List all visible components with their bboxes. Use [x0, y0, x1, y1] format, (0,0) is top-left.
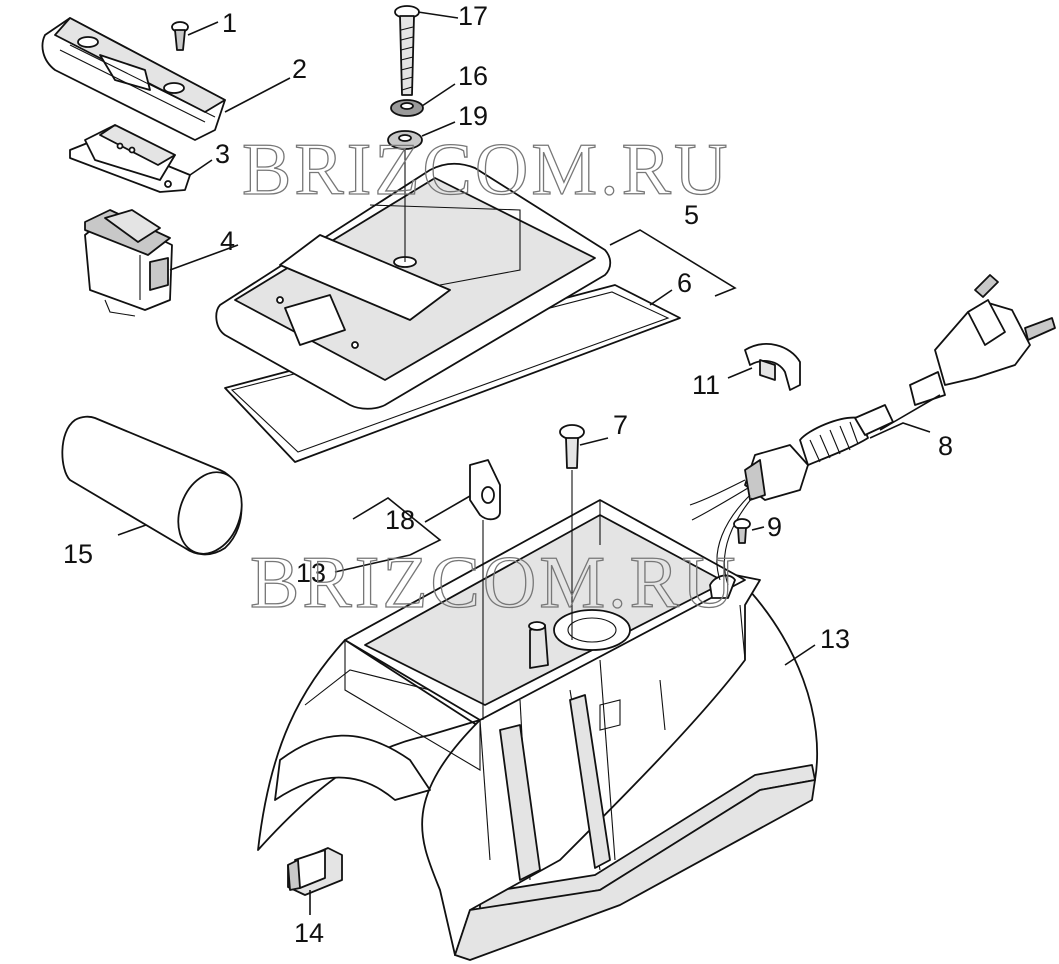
- callout-13-right: 13: [820, 624, 850, 654]
- callout-8: 8: [938, 431, 953, 461]
- callout-6: 6: [677, 268, 692, 298]
- callout-7: 7: [613, 410, 628, 440]
- callout-15: 15: [63, 539, 93, 569]
- watermark-bottom: BRIZCOM.RU: [250, 542, 738, 624]
- callout-11: 11: [692, 370, 720, 400]
- part-5-cover: [215, 162, 612, 410]
- callout-16: 16: [458, 61, 488, 91]
- part-16-washer: [390, 99, 424, 117]
- part-3-switch-plate: [69, 124, 191, 193]
- callout-3: 3: [215, 139, 230, 169]
- watermark-top: BRIZCOM.RU: [242, 129, 730, 211]
- callout-14: 14: [294, 918, 324, 948]
- part-14-block: [287, 847, 343, 896]
- callout-5: 5: [684, 200, 699, 230]
- part-15-capacitor: [61, 415, 243, 556]
- callout-17: 17: [458, 1, 488, 31]
- callout-18: 18: [385, 505, 415, 535]
- callout-1: 1: [222, 8, 237, 38]
- part-9-screw: [733, 518, 751, 544]
- part-8-power-cord: [689, 274, 1056, 586]
- part-13-housing: [257, 499, 818, 961]
- part-17-screw: [394, 5, 420, 96]
- part-4-rocker-switch: [84, 209, 173, 317]
- part-2-trim: [41, 17, 226, 141]
- part-18-clip: [469, 459, 501, 521]
- callout-labels: 1 2 3 4 5 6 7 8 9 11 13 13 14 15 16 17 1…: [63, 1, 953, 948]
- callout-2: 2: [292, 54, 307, 84]
- part-19-washer: [387, 130, 423, 150]
- callout-9: 9: [767, 512, 782, 542]
- leader-lines: [117, 11, 941, 915]
- part-11-clamp: [744, 343, 801, 391]
- callout-13-left: 13: [296, 558, 326, 588]
- part-1-screw: [171, 21, 189, 51]
- part-7-screw: [559, 424, 585, 469]
- callout-19: 19: [458, 101, 488, 131]
- callout-4: 4: [220, 226, 235, 256]
